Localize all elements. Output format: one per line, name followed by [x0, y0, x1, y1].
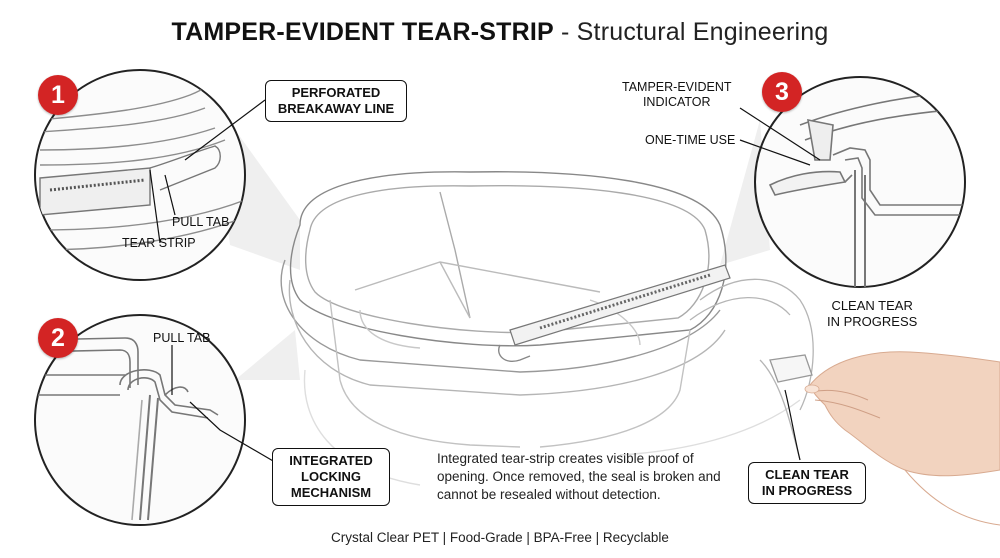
container-illustration	[280, 171, 801, 486]
callout-clean-tear-in-progress: CLEAN TEAR IN PROGRESS	[748, 462, 866, 504]
title-subtitle: - Structural Engineering	[553, 18, 829, 46]
detail-circle-2	[34, 314, 246, 526]
title-bold: TAMPER-EVIDENT TEAR-STRIP	[171, 18, 554, 46]
hand-illustration	[804, 351, 1000, 526]
badge-2: 2	[38, 318, 78, 358]
page-title: TAMPER-EVIDENT TEAR-STRIP - Structural E…	[0, 18, 1000, 47]
label-tear-strip: TEAR STRIP	[122, 236, 196, 250]
badge-1: 1	[38, 75, 78, 115]
leader-lines	[149, 99, 821, 466]
detail-circle-3	[754, 76, 966, 288]
footer-features: Crystal Clear PET | Food-Grade | BPA-Fre…	[331, 530, 669, 545]
zoom-wedge-2	[235, 330, 300, 380]
label-one-time-use: ONE-TIME USE	[645, 133, 736, 147]
label-pull-tab-2: PULL TAB	[153, 331, 211, 345]
label-clean-tear-in-progress: CLEAN TEAR IN PROGRESS	[827, 298, 918, 329]
badge-3: 3	[762, 72, 802, 112]
callout-integrated-locking-mechanism: INTEGRATED LOCKING MECHANISM	[272, 448, 390, 506]
torn-lid-illustration	[689, 278, 814, 461]
label-pull-tab-1: PULL TAB	[172, 215, 230, 229]
label-tamper-evident-indicator: TAMPER-EVIDENT INDICATOR	[622, 80, 732, 109]
description-text: Integrated tear-strip creates visible pr…	[437, 451, 721, 502]
callout-perforated-breakaway-line: PERFORATED BREAKAWAY LINE	[265, 80, 407, 122]
